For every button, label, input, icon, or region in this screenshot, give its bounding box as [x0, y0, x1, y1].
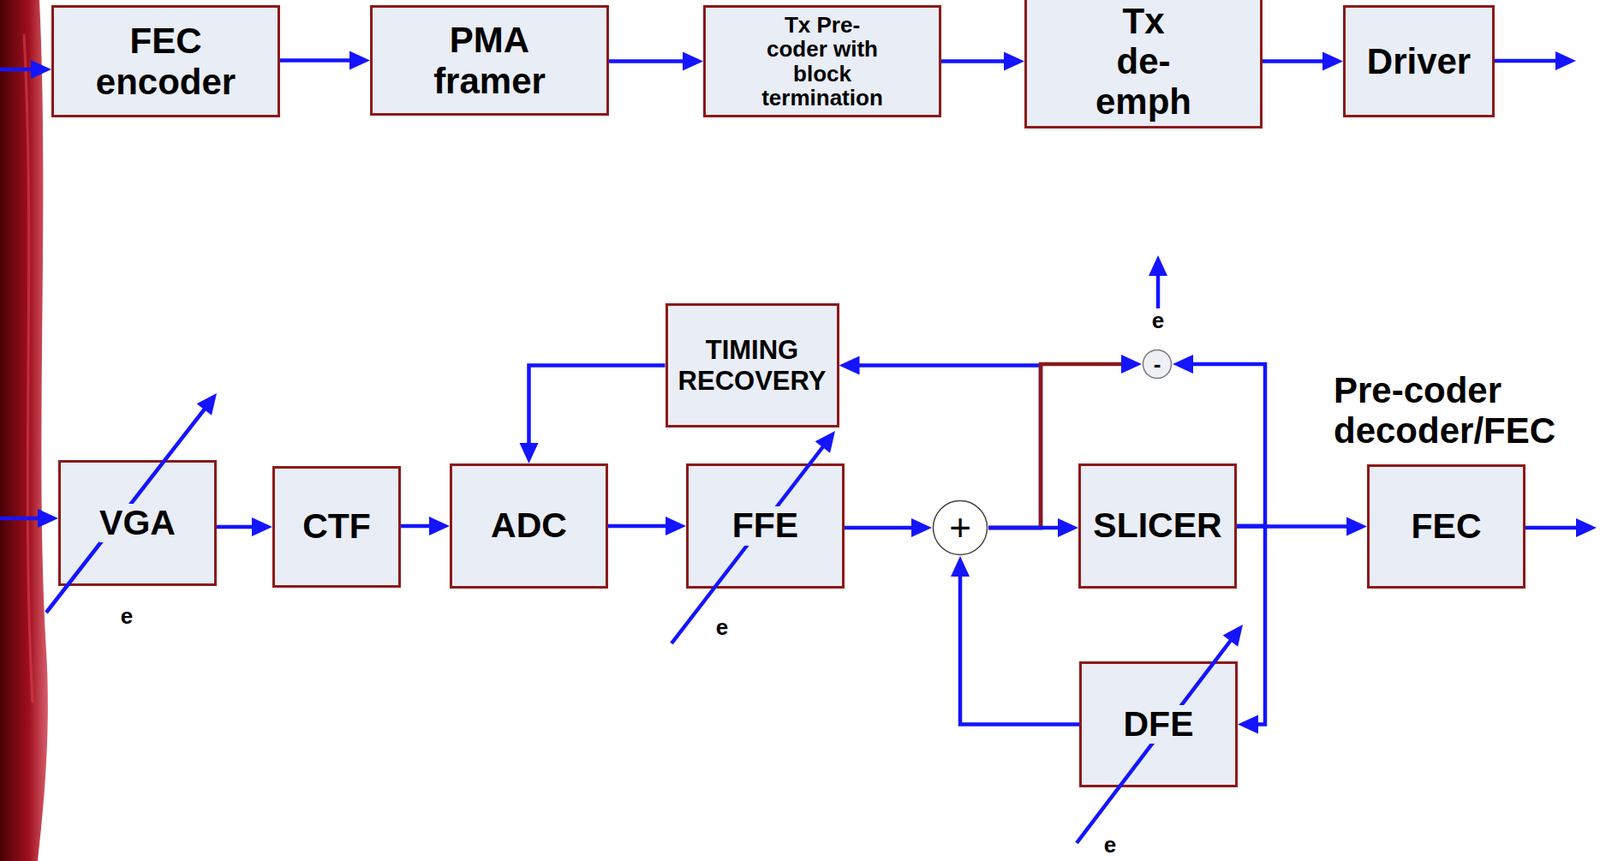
arrow-head: [665, 516, 687, 536]
error-output-head: [1148, 255, 1168, 276]
input-arrow-head: [37, 508, 59, 528]
arrow-head: [519, 442, 539, 464]
arrow-head: [429, 516, 450, 536]
process-box: SLICER: [1078, 463, 1237, 589]
arrow-head: [1237, 715, 1259, 735]
input-arrow-line: [0, 67, 35, 72]
adapt-arrow-head: [197, 393, 217, 416]
input-arrow-line: [0, 516, 42, 521]
connector-line: [844, 525, 917, 531]
process-box: FFE: [686, 463, 845, 589]
adapt-arrow-line: [1076, 638, 1232, 843]
error-signal-label: e: [119, 603, 135, 629]
arrow-head: [839, 356, 860, 376]
box-label: FFE: [732, 506, 799, 546]
box-label: FEC encoder: [95, 20, 236, 102]
output-arrow-line: [1494, 59, 1559, 64]
box-label: CTF: [302, 507, 371, 547]
arrow-head: [911, 518, 932, 538]
box-label: DFE: [1123, 704, 1195, 745]
arrow-head: [1003, 52, 1025, 72]
arrow-head: [1346, 517, 1368, 537]
signal-arrow: [988, 518, 1079, 538]
box-label: +: [949, 508, 972, 547]
arrow-head: [950, 555, 970, 577]
arrow-head: [1172, 354, 1194, 374]
process-box: Driver: [1343, 5, 1495, 118]
arrow-head: [251, 517, 273, 537]
output-arrow-head: [1555, 51, 1577, 71]
connector-line: [960, 571, 1080, 725]
connector-line: [1262, 59, 1328, 64]
box-label: ADC: [490, 506, 568, 546]
box-label: Driver: [1367, 41, 1471, 82]
output-arrow-line: [1525, 525, 1581, 531]
box-label: FEC: [1411, 507, 1482, 547]
process-box: Tx de-emph: [1024, 0, 1263, 129]
process-box: Tx Pre-coder with block termination: [703, 5, 942, 118]
arrow-head: [349, 51, 371, 71]
error-signal-label: e: [1150, 308, 1166, 334]
connector-line: [280, 58, 355, 63]
error-signal-label: e: [714, 614, 730, 640]
adapt-arrow-line: [671, 445, 824, 644]
arrow-head: [1322, 52, 1344, 72]
arrow-head: [1057, 518, 1079, 538]
box-label: SLICER: [1092, 506, 1222, 546]
process-box: TIMING RECOVERY: [665, 303, 840, 428]
box-label: VGA: [99, 503, 176, 544]
box-label: PMA framer: [433, 19, 546, 101]
process-box: DFE: [1079, 661, 1238, 788]
signal-arrow: [519, 365, 666, 465]
process-box: CTF: [272, 465, 401, 588]
process-box: FEC: [1367, 464, 1526, 589]
signal-arrow: [1262, 52, 1344, 72]
connector-line: [1236, 525, 1266, 725]
box-label: Tx Pre-coder with block termination: [758, 12, 887, 109]
slide-band-streak: [23, 34, 33, 703]
box-label: Tx de-emph: [1095, 0, 1192, 122]
summing-circle-shape: [933, 501, 988, 556]
output-arrow-head: [1576, 518, 1597, 538]
process-box: FEC encoder: [51, 5, 281, 118]
arrow-head: [1121, 354, 1142, 374]
connector-line: [941, 59, 1009, 64]
process-box: ADC: [449, 463, 609, 589]
signal-arrow: [400, 516, 450, 536]
input-arrow-head: [30, 59, 52, 79]
signal-arrow: [941, 52, 1025, 72]
error-signal-label: e: [1102, 832, 1118, 858]
signal-arrow: [608, 516, 687, 536]
summing-circle: +: [931, 499, 989, 556]
subtractor-circle: -: [1141, 348, 1173, 380]
connector-line: [608, 524, 671, 529]
signal-arrow: [839, 356, 1042, 529]
connector-line: [216, 525, 257, 530]
box-label: TIMING RECOVERY: [678, 334, 827, 396]
box-label: -: [1153, 352, 1162, 376]
signal-arrow: [608, 52, 704, 72]
connector-line: [608, 59, 688, 64]
signal-arrow: [844, 518, 932, 538]
adapt-arrow-head: [815, 430, 836, 454]
block-heading: Pre-coder decoder/FEC: [1333, 370, 1570, 451]
connector-line: [529, 365, 666, 449]
process-box: PMA framer: [370, 5, 609, 116]
adapt-arrow-head: [1223, 624, 1243, 647]
subtractor-circle-shape: [1143, 350, 1172, 379]
signal-arrow: [280, 51, 371, 71]
adapt-arrow-line: [46, 407, 206, 613]
slide-band: [0, 0, 48, 861]
connector-line: [988, 525, 1063, 531]
signal-arrow: [950, 555, 1080, 725]
arrow-head: [682, 52, 704, 72]
error-output-line: [1156, 272, 1161, 309]
signal-arrow: [216, 517, 273, 537]
